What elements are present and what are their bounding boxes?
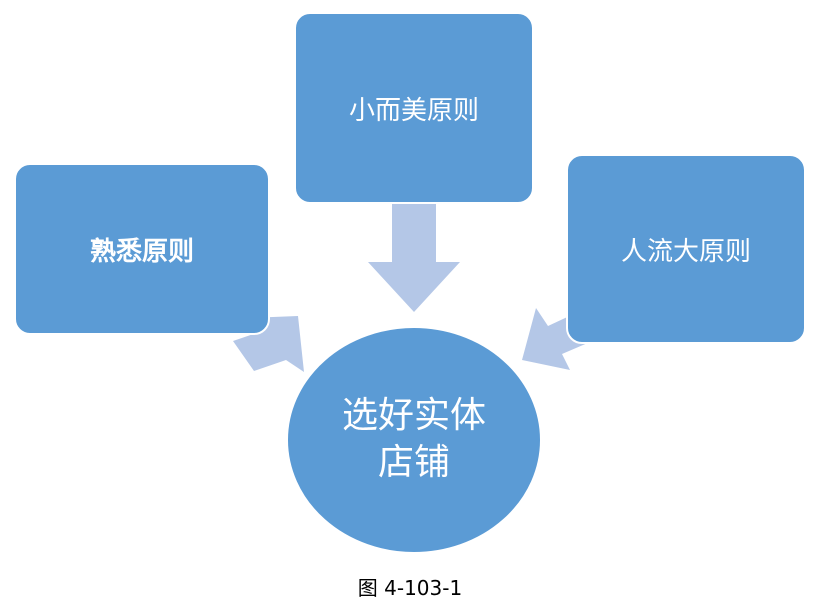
principle-box-small-beautiful: 小而美原则 [294, 12, 534, 204]
principle-label-small-beautiful: 小而美原则 [348, 95, 479, 126]
center-circle-shape [286, 326, 542, 554]
arrow-down [368, 204, 460, 312]
figure-caption: 图 4-103-1 [357, 576, 463, 600]
center-goal: 选好实体店铺 [287, 327, 541, 553]
principle-label-familiar: 熟悉原则 [89, 236, 194, 267]
arrow-left-to-center [233, 316, 304, 372]
principle-label-traffic: 人流大原则 [620, 236, 751, 267]
center-goal-label: 选好实体店铺 [341, 395, 486, 483]
principle-box-traffic: 人流大原则 [566, 154, 806, 344]
principle-box-familiar: 熟悉原则 [14, 163, 270, 335]
